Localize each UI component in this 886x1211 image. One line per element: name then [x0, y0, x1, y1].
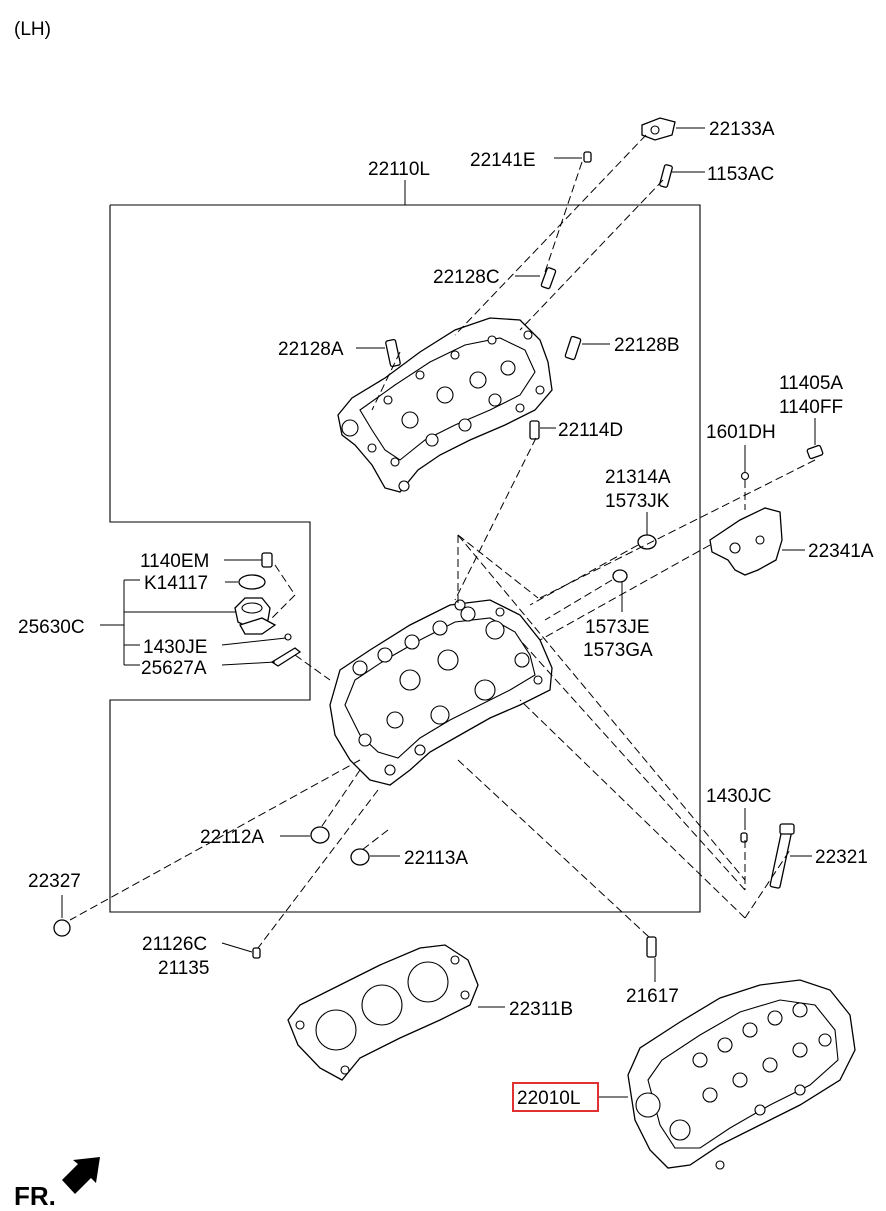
- callout-1601DH[interactable]: 1601DH: [706, 422, 776, 443]
- callout-21617[interactable]: 21617: [626, 986, 679, 1007]
- part-22341A: [709, 507, 783, 576]
- cam-carrier-part: [337, 317, 553, 493]
- callout-21135[interactable]: 21135: [158, 958, 209, 979]
- part-1601DH: [740, 471, 750, 481]
- part-22113A: [350, 848, 370, 866]
- part-21617: [646, 936, 657, 958]
- callout-22112A[interactable]: 22112A: [200, 827, 264, 848]
- callout-1140FF[interactable]: 1140FF: [779, 397, 843, 418]
- part-22128C: [540, 267, 557, 290]
- highlight-box: [512, 1082, 599, 1112]
- part-22321: [769, 827, 793, 889]
- part-22128A: [385, 338, 401, 368]
- callout-1430JC[interactable]: 1430JC: [706, 786, 772, 807]
- part-21126C: [252, 947, 261, 959]
- callout-K14117[interactable]: K14117: [144, 573, 208, 594]
- callout-25627A[interactable]: 25627A: [141, 658, 207, 679]
- part-11405A: [806, 444, 824, 460]
- part-22114D: [529, 420, 540, 440]
- callout-22128B[interactable]: 22128B: [614, 335, 680, 356]
- part-21314A: [637, 534, 657, 550]
- part-22128B: [564, 335, 582, 361]
- callout-1153AC[interactable]: 1153AC: [707, 164, 774, 185]
- front-label: FR.: [14, 1181, 56, 1211]
- callout-22341A[interactable]: 22341A: [808, 541, 874, 562]
- front-arrow-icon: [62, 1157, 100, 1194]
- part-1153AC: [659, 164, 673, 188]
- callout-22010L[interactable]: 22010L: [517, 1088, 580, 1109]
- callout-22110L[interactable]: 22110L: [368, 159, 430, 180]
- callout-22311B[interactable]: 22311B: [509, 999, 573, 1020]
- head-assembly-part: [627, 979, 856, 1170]
- assembly-boundary: [109, 204, 701, 913]
- callout-25630C[interactable]: 25630C: [18, 617, 85, 638]
- thermostat-housing-group: [234, 552, 302, 667]
- callout-22113A[interactable]: 22113A: [404, 848, 468, 869]
- callout-22141E[interactable]: 22141E: [470, 150, 536, 171]
- callout-labels: 22133A 1153AC 22141E 22110L 22128C 22128…: [18, 119, 874, 1112]
- callout-22133A[interactable]: 22133A: [709, 119, 775, 140]
- callout-22114D[interactable]: 22114D: [558, 420, 623, 441]
- callout-1430JE[interactable]: 1430JE: [143, 637, 207, 658]
- head-gasket-part: [287, 944, 479, 1081]
- callout-22321[interactable]: 22321: [815, 847, 868, 868]
- callout-21126C[interactable]: 21126C: [142, 934, 207, 955]
- callout-11405A[interactable]: 11405A: [779, 373, 843, 394]
- view-label: (LH): [14, 19, 51, 40]
- part-1573JE: [612, 569, 628, 583]
- part-22141E: [583, 151, 592, 163]
- callout-22128A[interactable]: 22128A: [278, 339, 344, 360]
- callout-1573GA[interactable]: 1573GA: [583, 640, 653, 661]
- part-1430JC: [740, 832, 748, 843]
- leader-lines: [61, 127, 816, 1098]
- assembly-lines: [69, 134, 816, 949]
- part-22327: [53, 919, 71, 937]
- part-22112A: [310, 826, 330, 844]
- callout-22128C[interactable]: 22128C: [433, 267, 500, 288]
- callout-22327[interactable]: 22327: [28, 871, 81, 892]
- callout-1140EM[interactable]: 1140EM: [140, 551, 209, 572]
- front-indicator: FR.: [14, 1157, 100, 1211]
- callout-1573JK[interactable]: 1573JK: [605, 491, 670, 512]
- callout-1573JE[interactable]: 1573JE: [585, 617, 649, 638]
- cylinder-head-part: [329, 599, 553, 786]
- callout-21314A[interactable]: 21314A: [605, 467, 671, 488]
